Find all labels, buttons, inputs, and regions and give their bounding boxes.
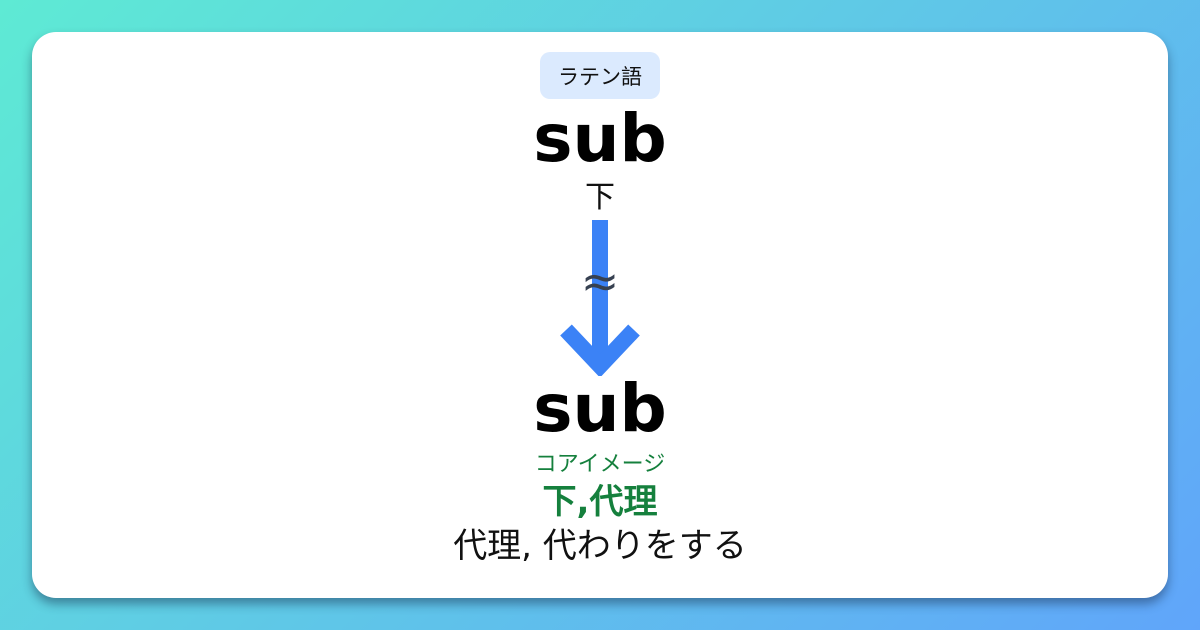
down-arrow-icon bbox=[560, 220, 640, 376]
core-image-label: コアイメージ bbox=[534, 452, 666, 477]
core-image-value: 下,代理 bbox=[542, 482, 658, 522]
origin-meaning: 下 bbox=[585, 180, 615, 215]
definition-text: 代理, 代わりをする bbox=[453, 526, 747, 566]
language-badge: ラテン語 bbox=[540, 52, 660, 99]
result-word: sub bbox=[533, 370, 667, 447]
approx-icon: ≈ bbox=[580, 254, 620, 308]
origin-word: sub bbox=[533, 100, 667, 177]
language-badge-label: ラテン語 bbox=[558, 64, 642, 89]
